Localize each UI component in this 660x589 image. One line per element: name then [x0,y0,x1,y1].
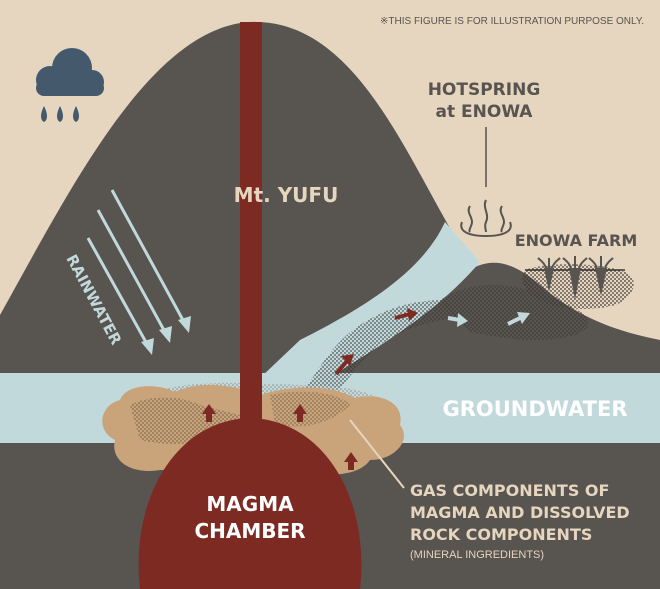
raindrop-icon [41,106,79,122]
gas-plume-farm [440,284,589,341]
arrow-icon [202,404,358,470]
magma-label-line2: CHAMBER [194,519,305,543]
disclaimer-text: ※THIS FIGURE IS FOR ILLUSTRATION PURPOSE… [380,16,644,27]
gas-label-note: (MINERAL INGREDIENTS) [410,549,544,561]
hotspring-label-line1: HOTSPRING [428,80,541,100]
gas-label-line2: MAGMA AND DISSOLVED [410,503,630,522]
groundwater-label: GROUNDWATER [442,397,627,421]
gas-label-line1: GAS COMPONENTS OF [410,481,609,500]
rain-arrows [86,189,191,355]
mountain-label: Mt. YUFU [234,183,339,207]
magma-conduit [240,22,262,422]
cloud-icon [36,48,104,96]
hotspring-icon [460,199,512,238]
hotspring-label-line2: at ENOWA [436,102,534,122]
carrot-icon [537,256,614,300]
magma-label-line1: MAGMA [206,492,294,516]
groundwater-channel [260,222,480,378]
magma-chamber [138,418,362,589]
gas-label-line3: ROCK COMPONENTS [410,525,592,544]
mineral-pointer [349,419,405,489]
gas-plume [300,300,460,400]
farm-label: ENOWA FARM [515,231,638,250]
gas-flow-arrows [334,308,530,376]
